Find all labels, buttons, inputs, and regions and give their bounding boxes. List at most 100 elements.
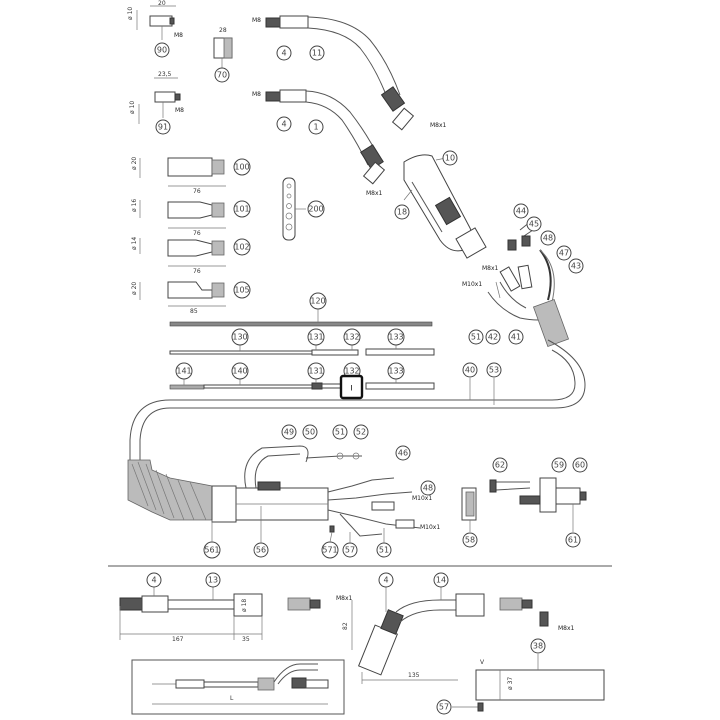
callout-52: 52 [353, 424, 369, 440]
callout-51-mid: 51 [332, 424, 348, 440]
svg-text:57: 57 [439, 703, 449, 712]
dim-23-5: 23,5 [158, 71, 172, 78]
callout-53: 53 [486, 362, 502, 378]
svg-text:105: 105 [234, 286, 249, 295]
thread-m8x1-11: M8x1 [430, 122, 447, 129]
callout-105: 105 [233, 281, 251, 299]
svg-text:91: 91 [158, 123, 168, 132]
svg-text:18: 18 [397, 208, 407, 217]
dim-d16: ø 16 [131, 199, 138, 212]
svg-text:14: 14 [436, 576, 446, 585]
callout-133-b: 133 [387, 362, 405, 380]
svg-text:56: 56 [256, 546, 266, 555]
svg-text:51: 51 [471, 333, 481, 342]
callout-43: 43 [568, 258, 584, 274]
dim-35: 35 [242, 636, 250, 643]
callout-40: 40 [462, 362, 478, 378]
callout-1: 1 [308, 119, 324, 135]
thread-m8x1-1: M8x1 [366, 190, 383, 197]
svg-text:58: 58 [465, 536, 475, 545]
callout-90: 90 [154, 42, 170, 58]
svg-text:1: 1 [313, 123, 318, 132]
callout-91: 91 [155, 119, 171, 135]
svg-text:133: 133 [388, 367, 403, 376]
svg-text:57: 57 [345, 546, 355, 555]
thread-m8-91: M8 [175, 107, 184, 114]
dim-d18: ø 18 [241, 599, 248, 612]
liner-130-drawing [169, 344, 435, 356]
svg-text:43: 43 [571, 262, 581, 271]
handle-drawing [403, 154, 487, 259]
callout-102: 102 [233, 238, 251, 256]
dim-76-b: 76 [193, 230, 201, 237]
dim-v: V [480, 659, 485, 666]
callout-47: 47 [556, 245, 572, 261]
svg-text:11: 11 [312, 49, 322, 58]
callout-50: 50 [302, 424, 318, 440]
part-70-drawing: 28 [213, 27, 233, 68]
svg-text:130: 130 [232, 333, 247, 342]
svg-text:101: 101 [234, 205, 249, 214]
svg-text:132: 132 [344, 367, 359, 376]
svg-text:132: 132 [344, 333, 359, 342]
svg-text:41: 41 [511, 333, 521, 342]
svg-text:102: 102 [234, 243, 249, 252]
svg-text:100: 100 [234, 163, 249, 172]
bent-torch-14-drawing: 135 82 M8x1 [342, 587, 575, 684]
svg-text:59: 59 [554, 461, 564, 470]
part-102-drawing: ø 14 76 [131, 237, 226, 275]
svg-text:561: 561 [204, 546, 219, 555]
part-105-drawing: ø 20 85 [131, 281, 226, 315]
svg-text:48: 48 [543, 234, 553, 243]
callout-45: 45 [526, 216, 542, 232]
straight-torch-13-drawing: 167 35 ø 18 M8x1 [119, 587, 353, 643]
thread-m8x1-13: M8x1 [336, 595, 353, 602]
callout-57-mid: 57 [342, 542, 358, 558]
marker-symbol: ı [350, 383, 353, 394]
callout-571: 571 [321, 541, 339, 559]
svg-text:140: 140 [232, 367, 247, 376]
callout-200: 200 [307, 200, 325, 218]
dim-20: 20 [158, 0, 166, 7]
callout-100: 100 [233, 158, 251, 176]
callout-56: 56 [253, 542, 269, 558]
part-200-drawing [282, 177, 306, 241]
svg-text:131: 131 [308, 367, 323, 376]
dim-d20: ø 20 [131, 157, 138, 170]
callout-44: 44 [513, 203, 529, 219]
svg-text:70: 70 [217, 71, 227, 80]
thread-m8-11: M8 [252, 17, 261, 24]
callout-14: 14 [433, 572, 449, 588]
dim-d20-c: ø 20 [131, 282, 138, 295]
callout-133-a: 133 [387, 328, 405, 346]
callout-61: 61 [565, 532, 581, 548]
svg-text:10: 10 [445, 154, 455, 163]
dim-135: 135 [408, 672, 420, 679]
callout-60: 60 [572, 457, 588, 473]
svg-text:571: 571 [322, 546, 337, 555]
highlight-marker[interactable]: ı [339, 374, 364, 400]
svg-text:45: 45 [529, 220, 539, 229]
callout-49: 49 [281, 424, 297, 440]
callout-41: 41 [508, 329, 524, 345]
thread-m8x1-14: M8x1 [558, 625, 575, 632]
neck-11-drawing: M8 M8x1 [252, 15, 447, 131]
callout-11: 11 [309, 45, 325, 61]
svg-text:4: 4 [383, 576, 388, 585]
svg-text:120: 120 [310, 297, 325, 306]
callout-51-top: 51 [468, 329, 484, 345]
svg-text:38: 38 [533, 642, 543, 651]
callout-132-a: 132 [343, 328, 361, 346]
callout-10: 10 [442, 150, 458, 166]
thread-m10x1-42: M10x1 [462, 281, 482, 288]
dim-82: 82 [342, 622, 349, 630]
callout-59: 59 [551, 457, 567, 473]
callout-57-bottom: 57 [436, 699, 452, 715]
dim-d14: ø 14 [131, 237, 138, 250]
callout-101: 101 [233, 200, 251, 218]
part-57-bottom-drawing [452, 702, 484, 712]
part-90-drawing: 20 ø 10 M8 [127, 0, 183, 40]
callout-38: 38 [530, 638, 546, 654]
callout-4-second: 4 [276, 116, 292, 132]
